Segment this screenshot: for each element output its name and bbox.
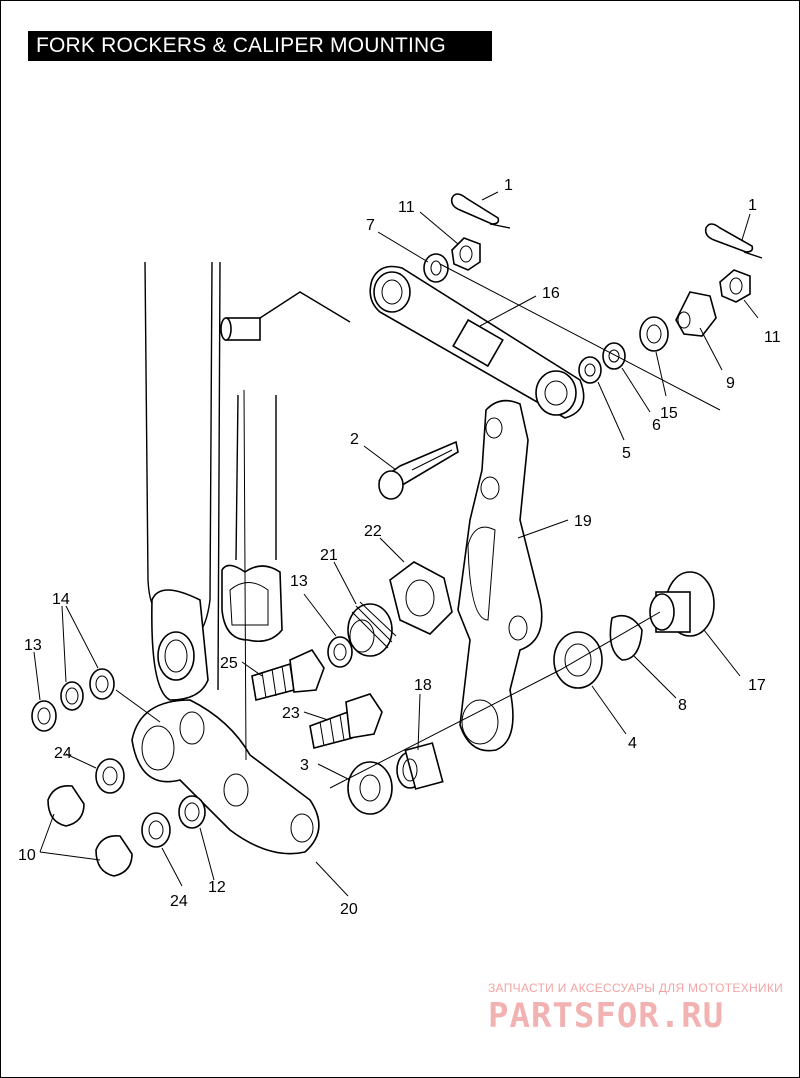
part-20-rocker: [131, 699, 320, 855]
part-10-caps: [47, 784, 133, 877]
callout-9: 9: [726, 375, 735, 392]
callout-13a: 13: [290, 573, 308, 590]
callout-labels: 1 1 11 11 7 16 2 9 15 6 5 19 22 21 13 13…: [18, 177, 781, 918]
part-2-bolt: [377, 440, 459, 500]
part-19-caliper-bracket: [457, 399, 543, 752]
callout-13b: 13: [24, 637, 42, 654]
part-25-bolt: [251, 648, 325, 701]
callout-16: 16: [542, 285, 560, 302]
callout-19: 19: [574, 513, 592, 530]
axle-stub: [220, 291, 351, 341]
part-16-link: [369, 265, 585, 419]
callout-8: 8: [678, 697, 687, 714]
callout-11a: 11: [398, 199, 415, 216]
callout-2: 2: [350, 431, 359, 448]
callout-3: 3: [300, 757, 309, 774]
callout-20: 20: [340, 901, 358, 918]
part-3-washer: [347, 761, 393, 815]
part-5-washer: [578, 356, 602, 384]
fork-leg-inner: [221, 394, 283, 643]
part-6-washer: [602, 342, 626, 370]
callout-1a: 1: [504, 177, 513, 194]
part-22-nut: [389, 561, 453, 635]
callout-24b: 24: [170, 893, 188, 910]
part-21-adjuster: [347, 601, 397, 657]
part-17-spacer: [649, 571, 715, 637]
callout-5: 5: [622, 445, 631, 462]
callout-14: 14: [52, 591, 70, 608]
callout-7: 7: [366, 217, 375, 234]
callout-4: 4: [628, 735, 637, 752]
watermark-tagline: ЗАПЧАСТИ И АКСЕССУАРЫ ДЛЯ МОТОТЕХНИКИ: [488, 981, 784, 995]
part-7-washer: [423, 253, 449, 283]
leader-lines: [33, 191, 759, 897]
callout-11b: 11: [764, 329, 781, 346]
callout-12: 12: [208, 879, 226, 896]
callout-1b: 1: [748, 197, 757, 214]
part-11-nuts: [451, 237, 751, 303]
callout-18: 18: [414, 677, 432, 694]
callout-25: 25: [220, 655, 238, 672]
part-1-cotter-pins: [450, 193, 763, 259]
part-12-bushing: [178, 795, 206, 829]
callout-22: 22: [364, 523, 382, 540]
fork-leg-outer: [144, 261, 221, 701]
callout-17: 17: [748, 677, 766, 694]
part-18-spacer: [396, 742, 444, 790]
part-13-washer-upper: [327, 636, 353, 668]
callout-23: 23: [282, 705, 300, 722]
part-15-spacer: [639, 316, 669, 352]
part-13-washer-lower: [31, 700, 57, 732]
part-24-bushings: [95, 758, 171, 848]
callout-6: 6: [652, 417, 661, 434]
callout-15: 15: [660, 405, 678, 422]
page-title: FORK ROCKERS & CALIPER MOUNTING: [28, 31, 492, 61]
assembly-centerlines: [115, 263, 721, 789]
part-23-bolt: [309, 693, 383, 749]
part-9-nut: [675, 291, 717, 337]
watermark-brand: PARTSFOR.RU: [488, 996, 725, 1036]
callout-21: 21: [320, 547, 338, 564]
part-14-bushings: [60, 668, 115, 711]
callout-10: 10: [18, 847, 36, 864]
callout-24a: 24: [54, 745, 72, 762]
